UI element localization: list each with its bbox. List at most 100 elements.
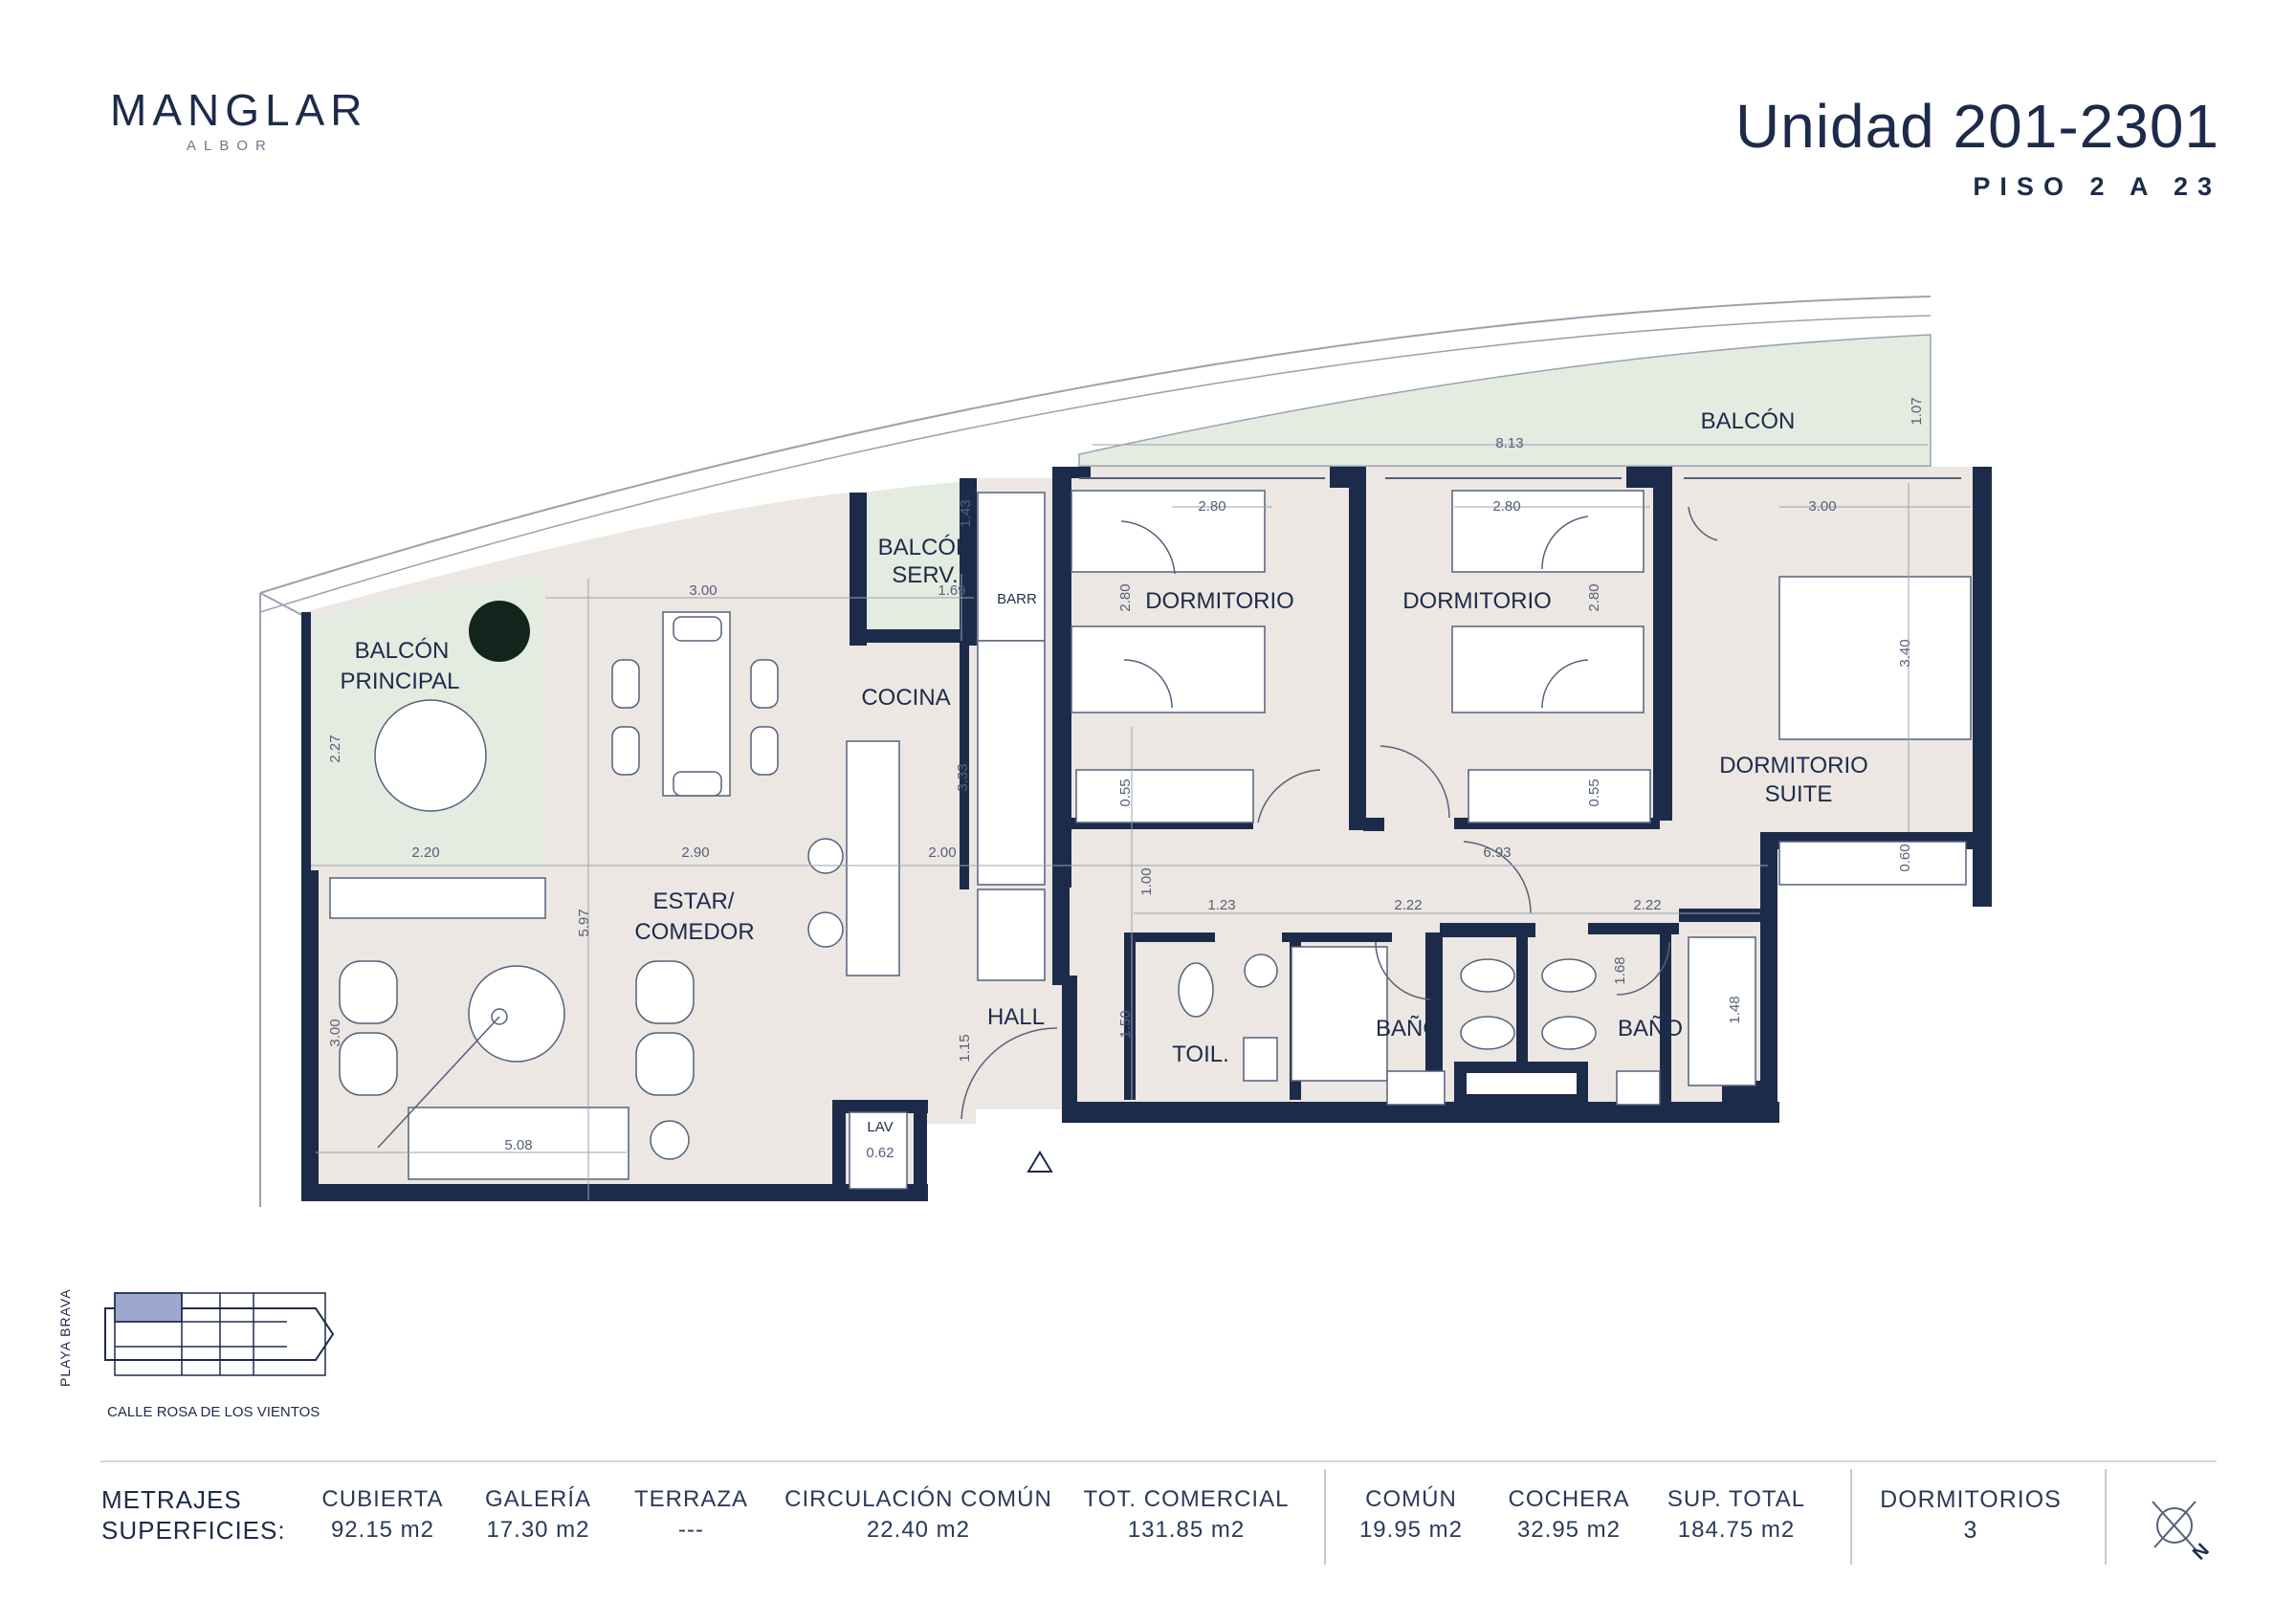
svg-text:3.40: 3.40	[1897, 639, 1913, 667]
table-separator	[1850, 1469, 1852, 1565]
svg-text:2.90: 2.90	[681, 844, 709, 861]
surface-value: 32.95 m2	[1516, 1517, 1622, 1543]
surface-label: COMÚN	[1365, 1486, 1457, 1512]
svg-text:5.97: 5.97	[576, 909, 592, 936]
room-suite: DORMITORIO	[1719, 753, 1868, 779]
surface-label: CIRCULACIÓN COMÚN	[784, 1486, 1052, 1512]
svg-text:3.00: 3.00	[327, 1019, 343, 1046]
surface-value: 131.85 m2	[1127, 1517, 1246, 1543]
dormitorios-count: DORMITORIOS 3	[1861, 1484, 2081, 1546]
svg-text:6.93: 6.93	[1483, 844, 1511, 861]
svg-text:0.62: 0.62	[866, 1145, 894, 1161]
surface-value: 184.75 m2	[1677, 1517, 1796, 1543]
metrajes-title-line2: SUPERFICIES:	[101, 1516, 286, 1545]
surface-value: 19.95 m2	[1358, 1517, 1464, 1543]
surface-cubierta: CUBIERTA 92.15 m2	[316, 1484, 450, 1546]
room-dormitorio-1: DORMITORIO	[1145, 588, 1294, 614]
room-cocina: COCINA	[861, 685, 950, 711]
surface-label: DORMITORIOS	[1880, 1486, 2062, 1513]
svg-text:5.08: 5.08	[504, 1137, 532, 1153]
surface-label: SUP. TOTAL	[1667, 1486, 1806, 1512]
brand-logo-name: MANGLAR	[110, 85, 368, 135]
svg-text:2.80: 2.80	[1492, 498, 1520, 515]
svg-text:2.22: 2.22	[1633, 897, 1661, 913]
surface-value: 17.30 m2	[486, 1517, 590, 1543]
balcony-area	[1078, 334, 1932, 468]
doors	[960, 506, 1718, 1120]
surface-comun: COMÚN 19.95 m2	[1344, 1484, 1478, 1546]
compass-north-label: N	[2189, 1540, 2214, 1565]
surface-terraza: TERRAZA ---	[627, 1484, 756, 1546]
surface-label: TOT. COMERCIAL	[1083, 1486, 1290, 1512]
room-comedor: COMEDOR	[634, 919, 754, 945]
room-toil: TOIL.	[1172, 1042, 1229, 1067]
room-balcon-serv-2: SERV.	[892, 562, 958, 588]
room-balcon-principal-2: PRINCIPAL	[341, 669, 460, 694]
room-hall: HALL	[987, 1004, 1045, 1030]
svg-text:1.15: 1.15	[957, 1034, 973, 1062]
svg-text:2.80: 2.80	[1117, 583, 1134, 611]
room-bano-2: BAÑO	[1618, 1016, 1683, 1042]
street-label: CALLE ROSA DE LOS VIENTOS	[107, 1404, 320, 1420]
svg-text:8.13: 8.13	[1495, 435, 1523, 451]
walls	[301, 467, 1992, 1201]
surface-label: GALERÍA	[484, 1486, 592, 1512]
tree-icon	[469, 601, 530, 662]
metrajes-title: METRAJES SUPERFICIES:	[101, 1484, 286, 1546]
unit-title: Unidad 201-2301	[1734, 92, 2219, 161]
label-lav: LAV	[867, 1119, 893, 1135]
surface-cochera: COCHERA 32.95 m2	[1497, 1484, 1641, 1546]
svg-text:1.07: 1.07	[1909, 397, 1925, 425]
surface-label: TERRAZA	[633, 1486, 748, 1512]
surface-label: COCHERA	[1508, 1486, 1630, 1512]
svg-text:2.00: 2.00	[928, 844, 956, 861]
surface-value: 22.40 m2	[866, 1517, 971, 1543]
facade-outer-curve	[259, 296, 1932, 594]
surface-galeria: GALERÍA 17.30 m2	[474, 1484, 603, 1546]
svg-text:2.20: 2.20	[411, 844, 439, 861]
svg-text:1.48: 1.48	[1727, 996, 1743, 1023]
svg-text:2.80: 2.80	[1198, 498, 1225, 515]
surface-value: 3	[1963, 1517, 1978, 1544]
compass-icon	[2152, 1501, 2197, 1550]
room-bano-1: BAÑO	[1376, 1016, 1441, 1042]
balcon-serv-area	[864, 481, 971, 631]
svg-text:3.00: 3.00	[1808, 498, 1836, 515]
dimension-lines	[311, 444, 1971, 1200]
unit-floor: PISO 2 A 23	[1973, 172, 2221, 201]
brand-logo-sub: ALBOR	[187, 138, 274, 154]
svg-text:0.55: 0.55	[1586, 779, 1602, 806]
surface-tot-comercial: TOT. COMERCIAL 131.85 m2	[1076, 1484, 1296, 1546]
entrance-triangle-icon	[1027, 1151, 1053, 1173]
surface-label: CUBIERTA	[321, 1486, 444, 1512]
svg-text:1.50: 1.50	[1117, 1010, 1134, 1038]
svg-text:2.27: 2.27	[327, 735, 343, 762]
svg-text:3.00: 3.00	[689, 582, 717, 599]
svg-text:2.80: 2.80	[1586, 583, 1602, 611]
key-plan-unit-highlight	[114, 1292, 183, 1323]
room-balcon-principal: BALCÓN	[355, 638, 450, 664]
table-separator	[1324, 1469, 1326, 1565]
beach-label: PLAYA BRAVA	[57, 1288, 73, 1387]
surface-value: ---	[678, 1517, 704, 1543]
key-plan	[104, 1292, 335, 1376]
svg-text:1.43: 1.43	[958, 499, 974, 527]
svg-text:1.68: 1.68	[1612, 956, 1628, 984]
svg-text:1.00: 1.00	[1138, 867, 1155, 895]
metrajes-title-line1: METRAJES	[101, 1485, 242, 1514]
svg-text:0.55: 0.55	[1117, 779, 1134, 806]
svg-text:2.22: 2.22	[1394, 897, 1422, 913]
room-balcon-serv: BALCÓN	[878, 535, 973, 560]
svg-text:0.60: 0.60	[1897, 844, 1913, 871]
svg-text:3.33: 3.33	[955, 763, 971, 791]
room-estar: ESTAR/	[653, 888, 735, 914]
svg-text:1.69: 1.69	[938, 582, 965, 599]
furniture	[329, 490, 1972, 1190]
svg-text:1.23: 1.23	[1207, 897, 1235, 913]
surface-sup-total: SUP. TOTAL 184.75 m2	[1660, 1484, 1813, 1546]
room-balcon: BALCÓN	[1701, 408, 1796, 434]
room-suite-2: SUITE	[1765, 781, 1833, 807]
room-dormitorio-2: DORMITORIO	[1402, 588, 1552, 614]
surface-value: 92.15 m2	[330, 1517, 435, 1543]
table-separator	[2105, 1469, 2107, 1565]
